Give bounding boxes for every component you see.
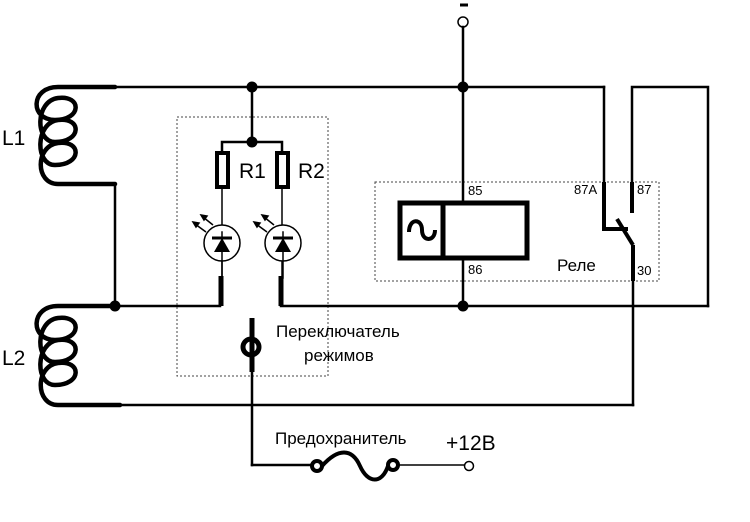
negative-terminal (457, 3, 469, 89)
relay-coil (397, 85, 530, 308)
mode-switch[interactable] (240, 318, 262, 467)
ac-symbol-icon (407, 219, 437, 241)
mode-switch-label-line2: режимов (304, 346, 374, 365)
inductor-l1-label: L1 (2, 127, 25, 150)
resistor-r2 (275, 151, 290, 189)
relay-box (374, 181, 660, 282)
relay-contacts (602, 182, 635, 281)
inductor-l1 (34, 84, 118, 187)
junction-dot (246, 136, 258, 148)
positive-terminal (463, 460, 475, 472)
relay-pin-86: 86 (468, 262, 482, 277)
resistor-r2-label: R2 (298, 160, 325, 183)
led-1 (191, 186, 241, 306)
inductor-l2 (34, 303, 123, 408)
inductor-l2-label: L2 (2, 347, 25, 370)
resistor-r1 (215, 151, 230, 189)
relay-pin-87a: 87A (574, 182, 597, 197)
junction-dot (246, 81, 258, 93)
wire-from-87-loop (630, 85, 710, 308)
mode-switch-label-line1: Переключатель (276, 322, 400, 341)
junction-dot (457, 81, 469, 93)
light-emission-icon (191, 213, 214, 233)
fuse-label: Предохранитель (275, 429, 407, 448)
relay-pin-87: 87 (637, 182, 651, 197)
resistor-r1-label: R1 (239, 160, 266, 183)
fuse (310, 450, 400, 482)
positive-terminal-label: +12В (446, 432, 496, 455)
light-emission-icon (252, 213, 275, 233)
relay-label: Реле (557, 256, 596, 275)
junction-dot (109, 300, 121, 312)
relay-pin-85: 85 (468, 183, 482, 198)
junction-dot (457, 300, 469, 312)
relay-pin-30: 30 (637, 263, 651, 278)
led-2 (252, 186, 302, 306)
